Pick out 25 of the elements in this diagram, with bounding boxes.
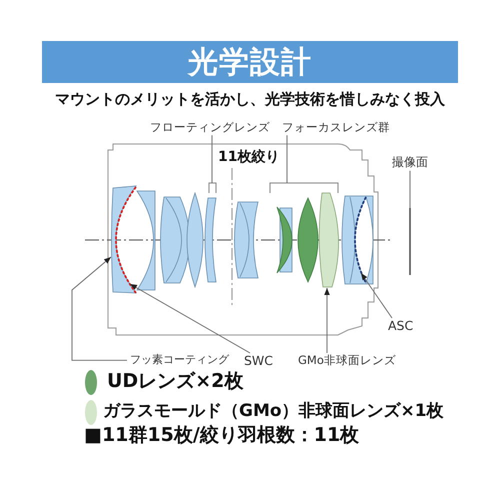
dashed-lens-surface xyxy=(115,186,137,294)
leader-arrow xyxy=(360,272,392,318)
callout-label: フローティングレンズ xyxy=(150,121,270,134)
bracket xyxy=(270,182,338,194)
subtitle: マウントのメリットを活かし、光学技術を惜しみなく投入 xyxy=(55,91,445,108)
callout-label: SWC xyxy=(244,354,274,368)
lens-element xyxy=(318,192,339,288)
image-plane-line xyxy=(409,208,411,275)
dashed-lens-surface xyxy=(354,196,367,284)
leader-arrow xyxy=(130,284,250,354)
leader-arrow xyxy=(72,256,128,361)
callout-label: フォーカスレンズ群 xyxy=(282,121,390,134)
callout-label: ASC xyxy=(388,319,414,334)
leader-arrow xyxy=(324,288,330,354)
legend-text: UDレンズ×2枚 xyxy=(107,371,244,393)
leader-line xyxy=(286,134,288,184)
callout-label: フッ素コーティング xyxy=(130,354,229,367)
spec-note: ■11群15枚/絞り羽根数：11枚 xyxy=(84,425,360,447)
lens-element xyxy=(111,186,136,294)
title: 光学設計 xyxy=(188,46,312,78)
bracket xyxy=(208,182,216,194)
callout-label: GMo非球面レンズ xyxy=(298,354,396,368)
callout-label: 撮像面 xyxy=(392,156,428,170)
legend-text: ガラスモールド（GMo）非球面レンズ×1枚 xyxy=(103,402,444,422)
aperture-label: 11枚絞り xyxy=(218,149,280,166)
